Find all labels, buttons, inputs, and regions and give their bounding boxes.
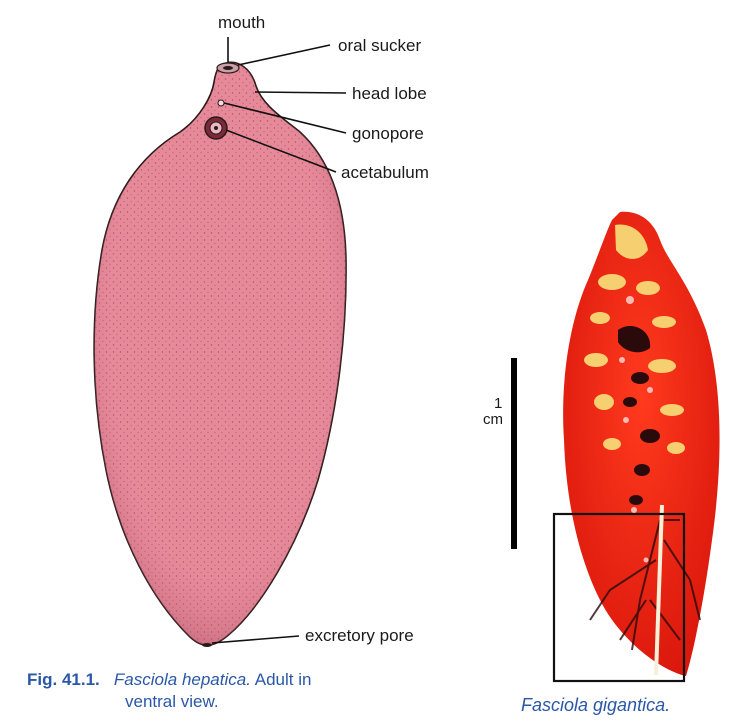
caption-hepatica: Fig. 41.1. Fasciola hepatica. Adult in v… bbox=[27, 669, 467, 713]
label-mouth: mouth bbox=[218, 13, 265, 32]
label-acetabulum: acetabulum bbox=[341, 163, 429, 182]
caption-line1-rest: Adult in bbox=[251, 670, 312, 689]
caption-gigantica: Fasciola gigantica. bbox=[521, 694, 670, 716]
label-head-lobe: head lobe bbox=[352, 84, 427, 103]
caption-species-hepatica: Fasciola hepatica. bbox=[114, 670, 251, 689]
caption-line2: ventral view. bbox=[27, 692, 219, 711]
label-oral-sucker: oral sucker bbox=[338, 36, 421, 55]
label-excretory-pore: excretory pore bbox=[305, 626, 414, 645]
gonopore-shape bbox=[218, 100, 224, 106]
label-gonopore: gonopore bbox=[352, 124, 424, 143]
fasciola-hepatica-drawing: mouth oral sucker head lobe gonopore ace… bbox=[94, 13, 429, 647]
mouth-shape bbox=[223, 66, 233, 70]
fasciola-gigantica-photo: 1 cm bbox=[483, 212, 720, 681]
scale-label-number: 1 bbox=[494, 395, 502, 412]
excretory-pore-shape bbox=[202, 643, 212, 647]
body-edge-shading bbox=[94, 62, 346, 645]
scale-label-unit: cm bbox=[483, 411, 503, 428]
caption-fig-number: Fig. 41.1. bbox=[27, 670, 100, 689]
